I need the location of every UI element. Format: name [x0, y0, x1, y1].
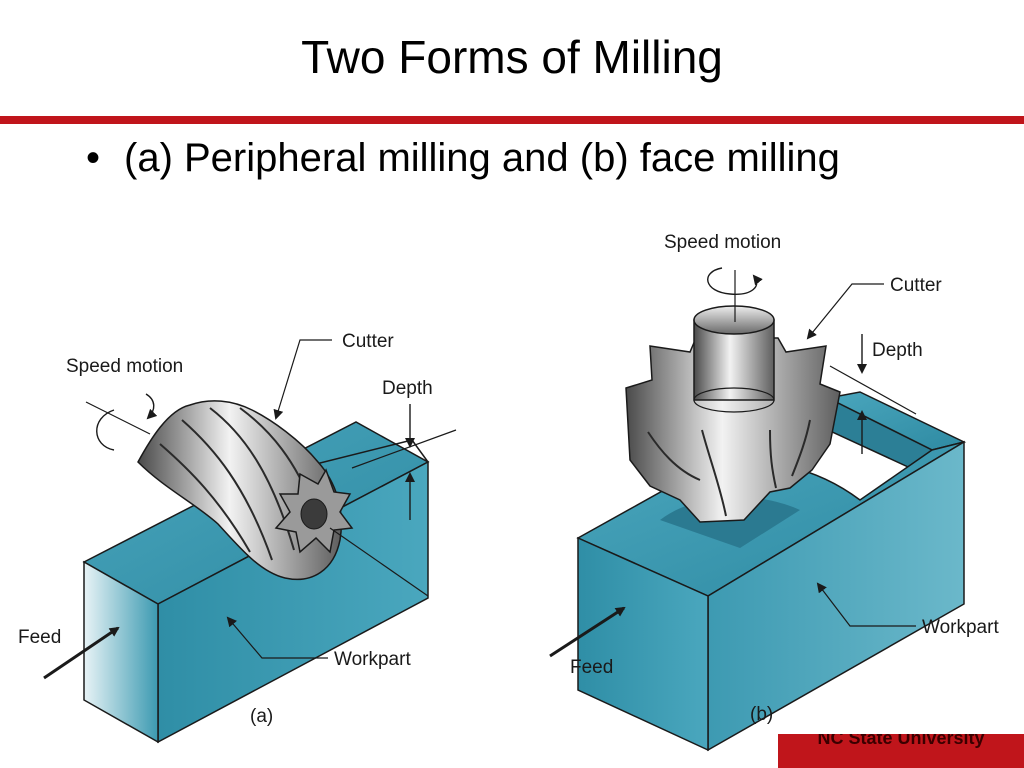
bullet-dot: •	[86, 136, 101, 180]
workpart-b-leader	[816, 582, 916, 627]
workpart-b-label: Workpart	[922, 617, 999, 638]
title-divider	[0, 116, 1024, 124]
cutter-b-label: Cutter	[890, 275, 942, 296]
caption-a: (a)	[250, 706, 273, 727]
cutter-b-shank-base	[693, 387, 775, 413]
figure-b-face-milling: Speed motion Cutter Depth Feed Workpart …	[549, 232, 999, 752]
speed-motion-a-arrowhead	[145, 393, 158, 420]
speed-motion-b-arrow	[707, 267, 763, 295]
cutter-b-tooth	[701, 429, 727, 517]
cutter-b-tooth	[791, 419, 811, 477]
cutter-a-bore	[300, 498, 328, 530]
bullet-item: • (a) Peripheral milling and (b) face mil…	[86, 136, 840, 181]
cutter-a-label: Cutter	[342, 331, 394, 352]
cutter-a-axis	[85, 401, 151, 435]
feed-b-label: Feed	[570, 657, 613, 678]
caption-b: (b)	[750, 704, 773, 725]
workpart-a-end-face	[83, 560, 159, 744]
depth-b-guide	[829, 365, 917, 415]
feed-a-arrow	[43, 626, 120, 680]
speed-motion-b-label: Speed motion	[664, 232, 781, 253]
slide-title: Two Forms of Milling	[301, 31, 723, 83]
depth-a-guide	[351, 429, 457, 469]
depth-a-label: Depth	[382, 378, 433, 399]
speed-motion-a-arrow	[96, 409, 115, 451]
cutter-b-leader	[806, 283, 884, 340]
cutter-a-flute	[159, 443, 251, 553]
cutter-a	[137, 400, 354, 580]
cutter-b-tooth	[647, 431, 701, 481]
speed-motion-a-label: Speed motion	[66, 356, 183, 377]
workpart-a-leader	[226, 616, 328, 659]
workpart-a-label: Workpart	[334, 649, 411, 670]
cutter-b-shank-top	[693, 305, 775, 335]
cutter-a-flute	[181, 419, 273, 561]
feed-a-label: Feed	[18, 627, 61, 648]
cutter-b-tooth	[769, 429, 777, 489]
bullet-text: (a) Peripheral milling and (b) face mill…	[124, 136, 840, 180]
cutter-b	[625, 305, 841, 523]
cutter-a-leader	[273, 339, 332, 420]
cutter-b-body	[625, 337, 841, 523]
cutter-a-axis	[329, 527, 429, 597]
footer-university-badge: NC State University	[778, 734, 1024, 768]
figure-a-peripheral-milling: Speed motion Cutter Depth Feed Workpart …	[18, 331, 457, 744]
feed-b-arrow	[549, 606, 626, 658]
depth-b-label: Depth	[872, 340, 923, 361]
